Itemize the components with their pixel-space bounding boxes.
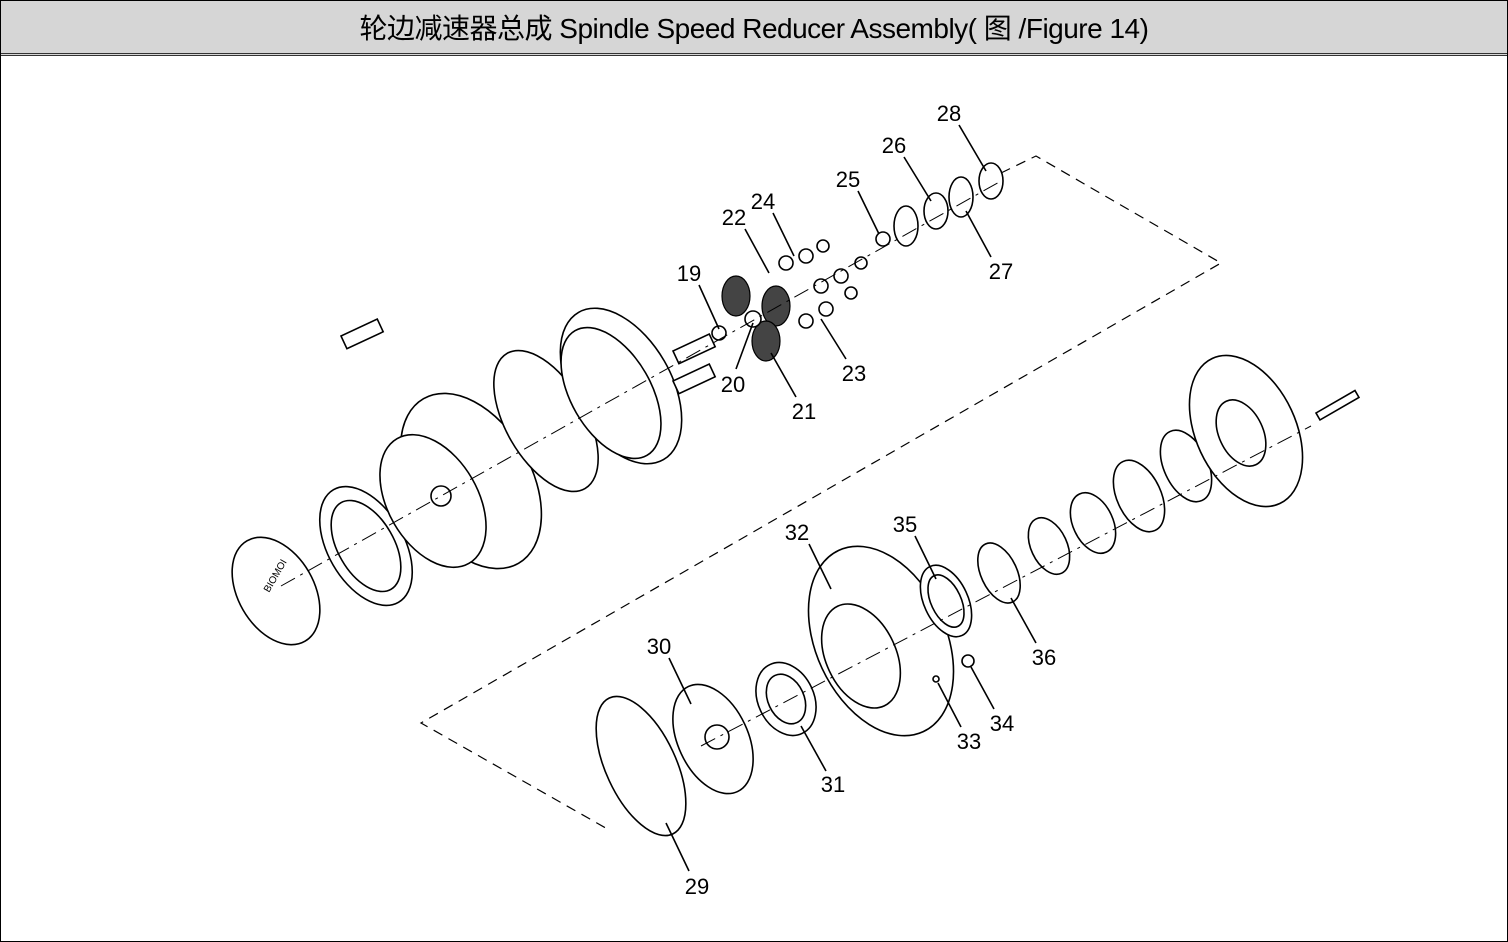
- callouts: 28 26 25 24 22 19 20 21 23 27 32 35 36 3…: [647, 101, 1056, 899]
- sun-gear-parts: [875, 162, 1004, 247]
- washer-33: [932, 675, 940, 683]
- callout-36: 36: [1032, 645, 1056, 670]
- gasket: [318, 485, 414, 607]
- title-bar: 轮边减速器总成 Spindle Speed Reducer Assembly( …: [1, 1, 1507, 56]
- pins: [339, 318, 717, 395]
- seal: [1027, 516, 1071, 576]
- callout-23: 23: [842, 361, 866, 386]
- callout-29: 29: [685, 874, 709, 899]
- brake-disc: [1188, 354, 1304, 508]
- seal: [1069, 491, 1117, 555]
- callout-25: 25: [836, 167, 860, 192]
- callout-28: 28: [937, 101, 961, 126]
- page-title: 轮边减速器总成 Spindle Speed Reducer Assembly( …: [359, 13, 1149, 44]
- seal: [1112, 459, 1166, 533]
- callout-26: 26: [882, 133, 906, 158]
- callout-34: 34: [990, 711, 1014, 736]
- bolt: [1314, 389, 1361, 422]
- callout-32: 32: [785, 520, 809, 545]
- planet-gears: [721, 275, 791, 362]
- spindle-flange: [672, 683, 754, 795]
- bearings-small: [711, 239, 868, 341]
- callout-30: 30: [647, 634, 671, 659]
- bearing-31: [755, 661, 817, 737]
- callout-33: 33: [957, 729, 981, 754]
- wheel-hub: [807, 545, 955, 737]
- callout-35: 35: [893, 512, 917, 537]
- seal-36: [977, 542, 1021, 604]
- cover-plate: BIOMOI: [231, 536, 321, 646]
- dashed-boundary: [419, 155, 1223, 832]
- callout-19: 19: [677, 261, 701, 286]
- callout-21: 21: [792, 399, 816, 424]
- callout-24: 24: [751, 189, 775, 214]
- large-o-ring: [595, 695, 687, 837]
- callout-27: 27: [989, 259, 1013, 284]
- bearing-35: [919, 564, 973, 638]
- callout-22: 22: [722, 205, 746, 230]
- callout-20: 20: [721, 372, 745, 397]
- callout-31: 31: [821, 772, 845, 797]
- nut-34: [961, 654, 975, 668]
- ring-gear: [559, 307, 683, 465]
